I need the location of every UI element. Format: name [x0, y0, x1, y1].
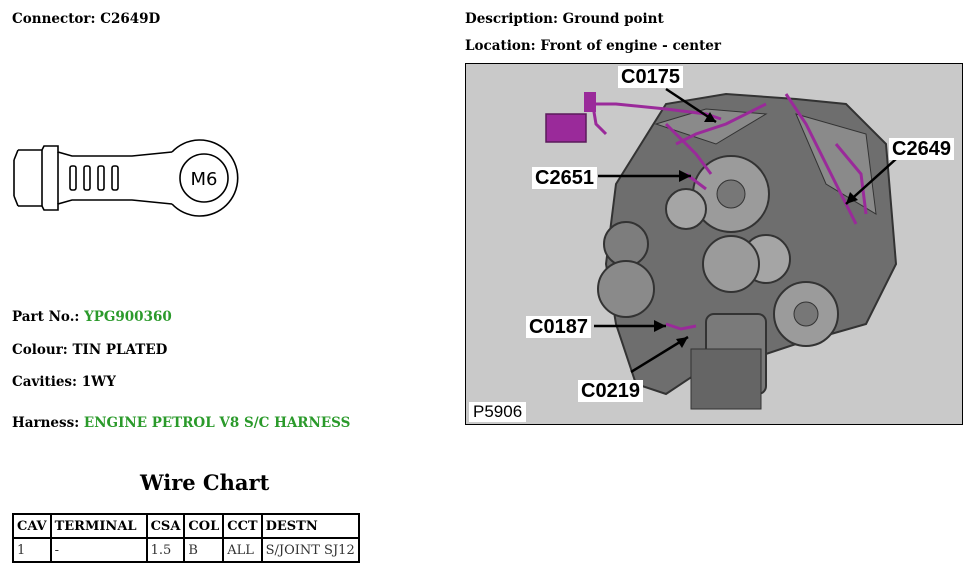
cavities-line: Cavities: 1WY [12, 374, 116, 390]
cavities-value: 1WY [81, 374, 116, 390]
harness-label: Harness: [12, 415, 80, 431]
ring-terminal-drawing: M6 [13, 139, 239, 217]
table-row: 1 - 1.5 B ALL S/JOINT SJ12 [12, 537, 360, 563]
image-code-label: P5906 [469, 402, 527, 422]
cell-terminal: - [49, 537, 148, 563]
header-cct: CCT [222, 513, 263, 539]
callout-c2651: C2651 [532, 167, 597, 189]
header-terminal: TERMINAL [49, 513, 148, 539]
description-value: Ground point [562, 11, 664, 27]
colour-value: TIN PLATED [72, 342, 168, 358]
part-no-label: Part No.: [12, 309, 80, 325]
callout-c0175: C0175 [618, 66, 683, 88]
wire-chart-header-row: CAV TERMINAL CSA COL CCT DESTN [12, 513, 360, 539]
callout-c0219: C0219 [578, 380, 643, 402]
description-label: Description: [465, 11, 558, 27]
header-cav: CAV [12, 513, 52, 539]
part-no-value: YPG900360 [84, 309, 172, 325]
cavities-label: Cavities: [12, 374, 78, 390]
cell-cct: ALL [222, 537, 263, 563]
location-value: Front of engine - center [540, 38, 722, 54]
cell-csa: 1.5 [145, 537, 186, 563]
header-csa: CSA [145, 513, 186, 539]
header-destn: DESTN [260, 513, 360, 539]
header-col: COL [183, 513, 225, 539]
connector-label: Connector: [12, 11, 96, 27]
callout-c2649: C2649 [889, 138, 954, 160]
cell-cav: 1 [12, 537, 52, 563]
description-line: Description: Ground point [465, 11, 664, 27]
colour-label: Colour: [12, 342, 68, 358]
engine-illustration [545, 87, 898, 410]
callout-c0187: C0187 [526, 316, 591, 338]
cell-destn: S/JOINT SJ12 [260, 537, 360, 563]
wire-chart-table: CAV TERMINAL CSA COL CCT DESTN 1 - 1.5 B… [12, 513, 360, 563]
harness-line: Harness: ENGINE PETROL V8 S/C HARNESS [12, 415, 350, 431]
harness-value: ENGINE PETROL V8 S/C HARNESS [83, 415, 351, 431]
cell-col: B [183, 537, 225, 563]
connector-line: Connector: C2649D [12, 11, 160, 27]
part-no-line: Part No.: YPG900360 [12, 309, 172, 325]
wire-chart-title: Wire Chart [140, 470, 270, 495]
colour-line: Colour: TIN PLATED [12, 342, 167, 358]
location-label: Location: [465, 38, 536, 54]
engine-location-image: C0175 C2649 C2651 C0187 C0219 P5906 [465, 63, 963, 425]
location-line: Location: Front of engine - center [465, 38, 721, 54]
connector-value: C2649D [100, 11, 161, 27]
terminal-marking: M6 [191, 169, 218, 190]
